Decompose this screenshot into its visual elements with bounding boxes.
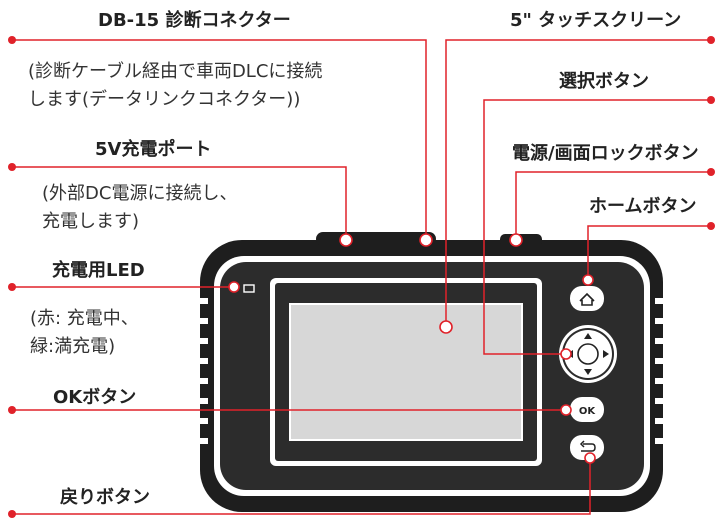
callout-home — [587, 225, 711, 278]
label-back-button: 戻りボタン — [60, 487, 150, 508]
home-icon — [579, 292, 595, 306]
led-description: (赤: 充電中、 緑:満充電) — [30, 305, 139, 361]
db15-desc-line-2: します(データリンクコネクター)) — [28, 89, 301, 110]
label-touchscreen: 5" タッチスクリーン — [510, 10, 682, 31]
label-charge-led: 充電用LED — [52, 260, 145, 281]
top-port-cap — [316, 232, 436, 246]
label-home-button: ホームボタン — [589, 196, 697, 217]
label-power-lock-button: 電源/画面ロックボタン — [512, 143, 699, 164]
touch-screen — [289, 303, 523, 441]
db15-description: (診断ケーブル経由で車両DLCに接続 します(データリンクコネクター)) — [28, 58, 322, 114]
callout-power — [515, 171, 711, 240]
arrow-right-icon — [603, 350, 609, 358]
label-charge-port: 5V充電ポート — [95, 139, 212, 160]
direction-pad[interactable] — [559, 325, 617, 383]
home-button[interactable] — [570, 286, 604, 311]
scan-tool-device: OK — [200, 232, 663, 512]
arrow-down-icon — [584, 369, 592, 375]
callout-touchscreen — [445, 39, 711, 325]
callout-port — [12, 166, 347, 238]
led-desc-line-2: 緑:満充電) — [30, 336, 116, 357]
dpad-center-ring — [577, 343, 599, 365]
db15-desc-line-1: (診断ケーブル経由で車両DLCに接続 — [28, 61, 323, 82]
charge-port-description: (外部DC電源に接続し、 充電します) — [42, 180, 237, 236]
bumper-ridges-right — [655, 298, 663, 444]
callout-db15 — [12, 39, 427, 238]
arrow-up-icon — [584, 333, 592, 339]
label-select-button: 選択ボタン — [559, 71, 649, 92]
label-ok-button: OKボタン — [53, 387, 137, 408]
callout-select — [483, 99, 711, 355]
led-window — [243, 284, 255, 293]
ok-button[interactable]: OK — [570, 397, 604, 422]
bumper-ridges-left — [200, 298, 208, 444]
back-button[interactable] — [570, 435, 604, 460]
callout-lines — [12, 39, 711, 515]
label-db15-connector: DB-15 診断コネクター — [98, 10, 291, 31]
ok-key-label: OK — [579, 406, 597, 417]
port-desc-line-1: (外部DC電源に接続し、 — [42, 183, 238, 204]
port-desc-line-2: 充電します) — [42, 211, 140, 232]
led-desc-line-1: (赤: 充電中、 — [30, 308, 139, 329]
back-icon — [579, 440, 596, 452]
callout-back — [12, 458, 591, 515]
callout-dots-open — [228, 233, 596, 464]
callout-dots-filled — [8, 36, 715, 518]
